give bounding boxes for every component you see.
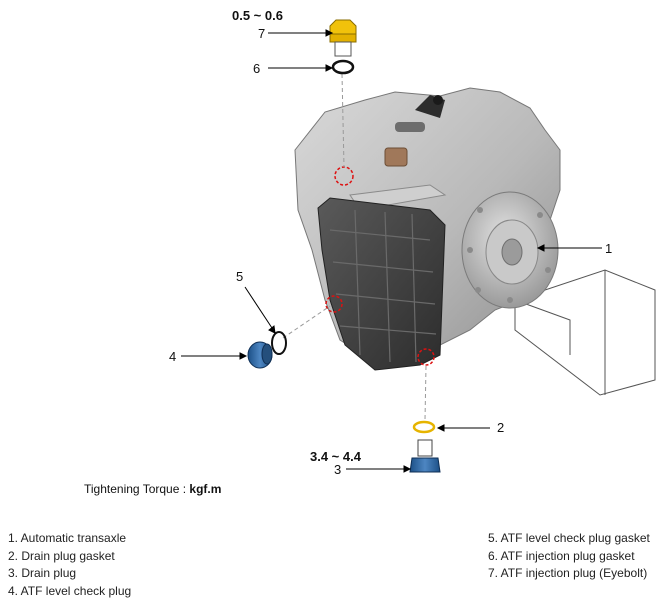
legend-item: 5. ATF level check plug gasket <box>488 531 650 545</box>
callout-1: 1 <box>605 241 612 256</box>
tightening-torque-note: Tightening Torque : kgf.m <box>84 482 221 496</box>
torque-value-injection-plug: 0.5 ~ 0.6 <box>232 8 283 23</box>
legend-item: 1. Automatic transaxle <box>8 531 127 545</box>
legend-item: 7. ATF injection plug (Eyebolt) <box>488 566 648 580</box>
atf-level-check-plug <box>247 341 273 369</box>
drain-plug <box>409 439 441 473</box>
atf-level-check-plug-gasket <box>271 331 287 355</box>
callout-5: 5 <box>236 269 243 284</box>
torque-value-drain-plug: 3.4 ~ 4.4 <box>310 449 362 464</box>
callout-3: 3 <box>334 462 341 477</box>
shaft-housing-outline <box>514 269 656 396</box>
legend-item: 4. ATF level check plug <box>8 583 132 598</box>
legend-item: 6. ATF injection plug gasket <box>488 548 635 563</box>
callout-6: 6 <box>253 61 260 76</box>
atf-injection-plug-gasket <box>331 59 355 75</box>
legend-item: 3. Drain plug <box>8 566 77 580</box>
callout-4: 4 <box>169 349 176 364</box>
atf-injection-plug-eyebolt <box>329 19 357 57</box>
leader-lines <box>181 29 602 473</box>
callout-7: 7 <box>258 26 265 41</box>
automatic-transaxle <box>294 87 561 371</box>
callout-2: 2 <box>497 420 504 435</box>
parts-legend-left: 1. Automatic transaxle 2. Drain plug gas… <box>8 530 131 600</box>
legend-item: 2. Drain plug gasket <box>8 548 115 563</box>
alignment-lines <box>282 73 427 421</box>
tightening-torque-label: Tightening Torque : <box>84 482 187 496</box>
transaxle-diagram: 7 6 1 5 4 2 3 0.5 ~ 0.6 3.4 ~ 4.4 <box>169 8 656 477</box>
drain-plug-gasket <box>412 420 436 434</box>
parts-legend-right: 5. ATF level check plug gasket 6. ATF in… <box>488 530 650 583</box>
tightening-torque-unit: kgf.m <box>189 482 222 496</box>
